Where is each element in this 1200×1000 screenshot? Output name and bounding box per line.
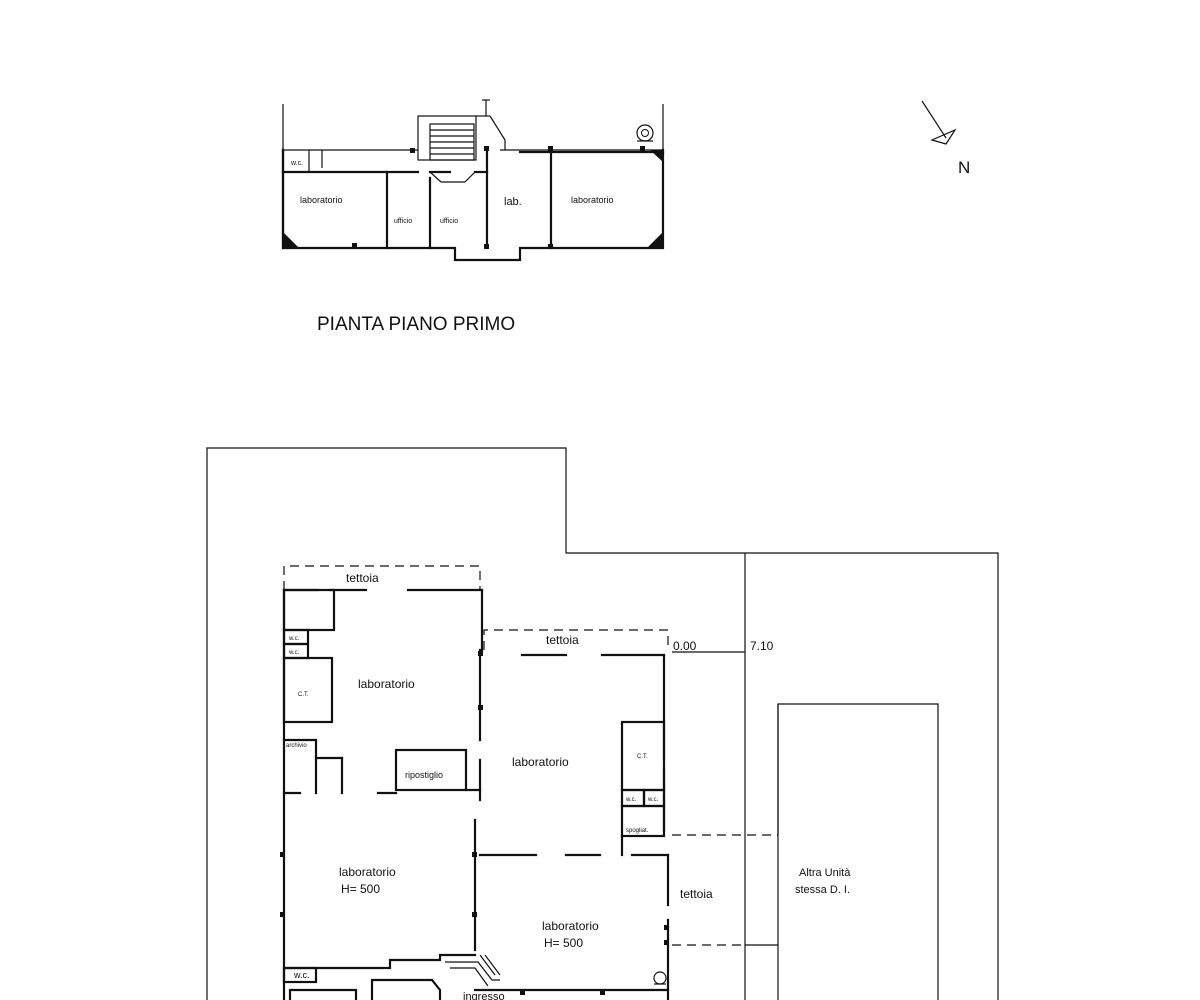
room-label-tettoia-east: tettoia bbox=[680, 887, 713, 901]
room-label-wc-e2: w.c. bbox=[647, 797, 659, 803]
room-label-tettoia-mid: tettoia bbox=[546, 633, 579, 647]
spiral-stair-icon bbox=[636, 124, 654, 142]
room-label-archivio: archivio bbox=[286, 743, 307, 749]
room-label-ufficio-1: ufficio bbox=[394, 218, 412, 225]
room-label-tettoia-north: tettoia bbox=[346, 571, 379, 585]
first-floor-plan: w.c. laboratorio ufficio ufficio lab. la… bbox=[281, 99, 665, 262]
north-arrow-icon bbox=[921, 100, 957, 145]
room-label-lab-se-height: H= 500 bbox=[544, 936, 583, 950]
entrance-stair bbox=[445, 954, 501, 987]
site-boundary bbox=[206, 447, 999, 1000]
room-label-ingresso: ingresso bbox=[463, 991, 505, 1000]
room-label-wc-e1: w.c. bbox=[625, 797, 637, 803]
room-label-wc-2: w.c. bbox=[288, 650, 300, 656]
room-label-lab-east: laboratorio bbox=[571, 195, 614, 205]
other-unit-label-2: stessa D. I. bbox=[795, 884, 850, 896]
room-label-lab-nw: laboratorio bbox=[358, 677, 415, 691]
room-label-ripostiglio: ripostiglio bbox=[405, 770, 443, 780]
room-label-lab-west: laboratorio bbox=[300, 195, 343, 205]
room-label-ct-east: C.T. bbox=[637, 754, 648, 760]
other-unit-label-1: Altra Unità bbox=[799, 867, 851, 879]
room-label-lab-ne: laboratorio bbox=[512, 755, 569, 769]
level-label-1: 7.10 bbox=[750, 639, 774, 653]
first-floor-title: PIANTA PIANO PRIMO bbox=[317, 314, 515, 335]
room-label-lab-small: lab. bbox=[504, 196, 522, 208]
room-label-wc-south: w.c. bbox=[293, 970, 310, 980]
north-label: N bbox=[958, 158, 970, 177]
stair-block bbox=[417, 99, 506, 161]
room-label-spogliat: spogliat. bbox=[626, 828, 649, 834]
room-label-ct-west: C.T. bbox=[298, 692, 309, 698]
room-label-wc-1: w.c. bbox=[288, 636, 300, 642]
room-label-lab-sw-height: H= 500 bbox=[341, 882, 380, 896]
spiral-stair-ground-icon bbox=[653, 971, 667, 985]
ground-floor-plan: tettoia tettoia tettoia w.c. w.c. C.T. a… bbox=[280, 565, 851, 1000]
room-label-lab-sw: laboratorio bbox=[339, 865, 396, 879]
room-label-lab-se: laboratorio bbox=[542, 919, 599, 933]
room-label-wc: w.c. bbox=[290, 160, 303, 167]
level-label-0: 0.00 bbox=[673, 639, 697, 653]
room-label-ufficio-2: ufficio bbox=[440, 218, 458, 225]
